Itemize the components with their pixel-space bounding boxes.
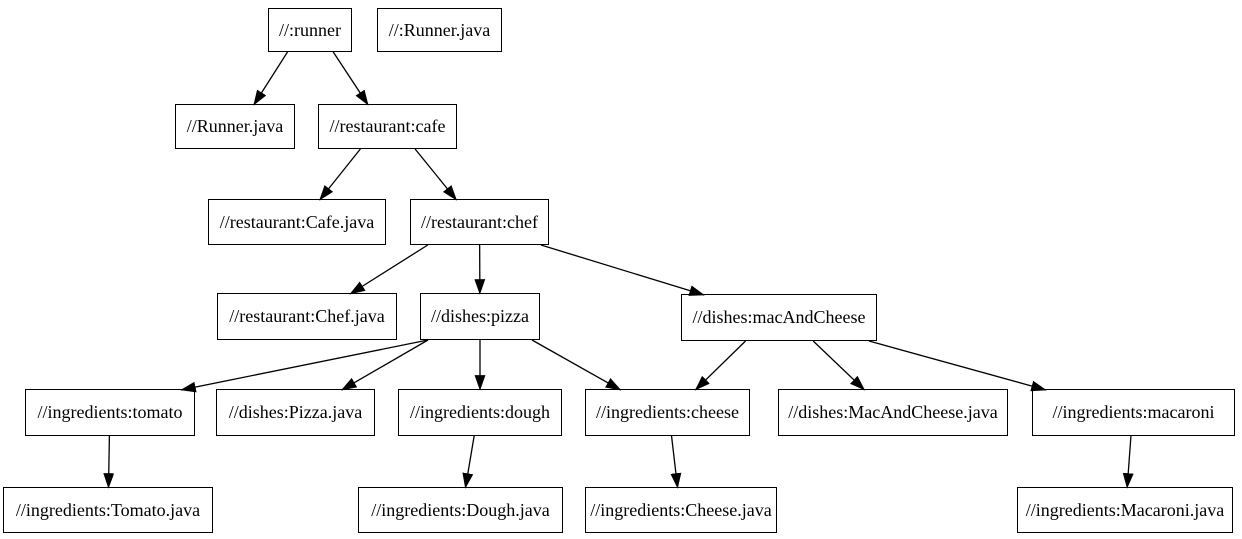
graph-node-label: //restaurant:cafe — [329, 116, 446, 136]
graph-node-label: //ingredients:dough — [410, 402, 550, 422]
graph-node-cheese: //ingredients:cheese — [585, 389, 750, 436]
graph-node-label: //ingredients:Dough.java — [371, 499, 550, 520]
graph-node-label: //restaurant:Cafe.java — [219, 211, 375, 232]
graph-edge-dough-to-dough-java — [462, 435, 475, 489]
graph-node-macaroni: //ingredients:macaroni — [1032, 389, 1235, 436]
graph-node-label: //ingredients:Tomato.java — [15, 499, 201, 520]
graph-edge-tomato-to-tomato-java — [103, 435, 115, 489]
graph-node-pizza: //dishes:pizza — [420, 293, 540, 340]
graph-node-runner-java-root: //:Runner.java — [377, 8, 502, 52]
graph-node-cafe-java: //restaurant:Cafe.java — [208, 199, 386, 245]
graph-edge-cheese-to-cheese-java — [670, 435, 682, 489]
graph-edge-mac-and-cheese-to-mac-and-cheese-java — [812, 340, 866, 391]
graph-node-label: //:runner — [279, 19, 341, 40]
graph-node-label: //dishes:pizza — [431, 306, 529, 326]
graph-node-label: //ingredients:macaroni — [1052, 402, 1215, 422]
graph-node-mac-and-cheese: //dishes:macAndCheese — [681, 294, 877, 341]
graph-node-label: //restaurant:Chef.java — [229, 306, 385, 326]
graph-node-tomato: //ingredients:tomato — [25, 389, 195, 436]
graph-edge-runner-to-runner-java — [253, 51, 289, 106]
graph-edge-cafe-to-cafe-java — [319, 148, 361, 201]
graph-node-macaroni-java: //ingredients:Macaroni.java — [1017, 487, 1233, 533]
graph-node-label: //dishes:Pizza.java — [228, 402, 363, 422]
graph-node-label: //ingredients:tomato — [37, 402, 183, 422]
graph-edge-pizza-to-cheese — [531, 339, 622, 391]
graph-edge-pizza-to-tomato — [180, 339, 429, 393]
graph-node-chef-java: //restaurant:Chef.java — [217, 293, 397, 340]
graph-node-label: //ingredients:Macaroni.java — [1025, 499, 1225, 520]
graph-node-runner-java: //Runner.java — [175, 104, 295, 149]
graph-edge-cafe-to-chef — [414, 148, 458, 201]
graph-edge-chef-to-mac-and-cheese — [540, 244, 705, 296]
graph-node-mac-and-cheese-java: //dishes:MacAndCheese.java — [778, 389, 1008, 436]
graph-node-dough-java: //ingredients:Dough.java — [358, 487, 563, 533]
graph-node-label: //ingredients:Cheese.java — [590, 499, 772, 520]
graph-node-label: //dishes:MacAndCheese.java — [788, 402, 998, 422]
graph-edge-chef-to-chef-java — [349, 244, 429, 295]
graph-node-label: //dishes:macAndCheese — [692, 307, 866, 327]
graph-edge-runner-to-cafe — [332, 51, 369, 106]
graph-node-cheese-java: //ingredients:Cheese.java — [585, 487, 777, 533]
graph-edge-mac-and-cheese-to-cheese — [694, 340, 747, 391]
graph-node-label: //:Runner.java — [388, 19, 491, 40]
graph-node-label: //restaurant:chef — [421, 211, 538, 232]
graph-node-pizza-java: //dishes:Pizza.java — [216, 389, 375, 436]
graph-node-label: //Runner.java — [186, 116, 284, 136]
graph-node-runner: //:runner — [268, 8, 352, 52]
graph-edge-pizza-to-pizza-java — [340, 339, 429, 391]
graph-node-tomato-java: //ingredients:Tomato.java — [3, 487, 213, 533]
graph-node-chef: //restaurant:chef — [410, 199, 549, 245]
graph-node-cafe: //restaurant:cafe — [318, 104, 457, 149]
graph-edge-macaroni-to-macaroni-java — [1122, 435, 1134, 489]
graph-node-dough: //ingredients:dough — [398, 389, 562, 436]
graph-edge-mac-and-cheese-to-macaroni — [868, 340, 1047, 392]
graph-node-label: //ingredients:cheese — [596, 402, 739, 422]
